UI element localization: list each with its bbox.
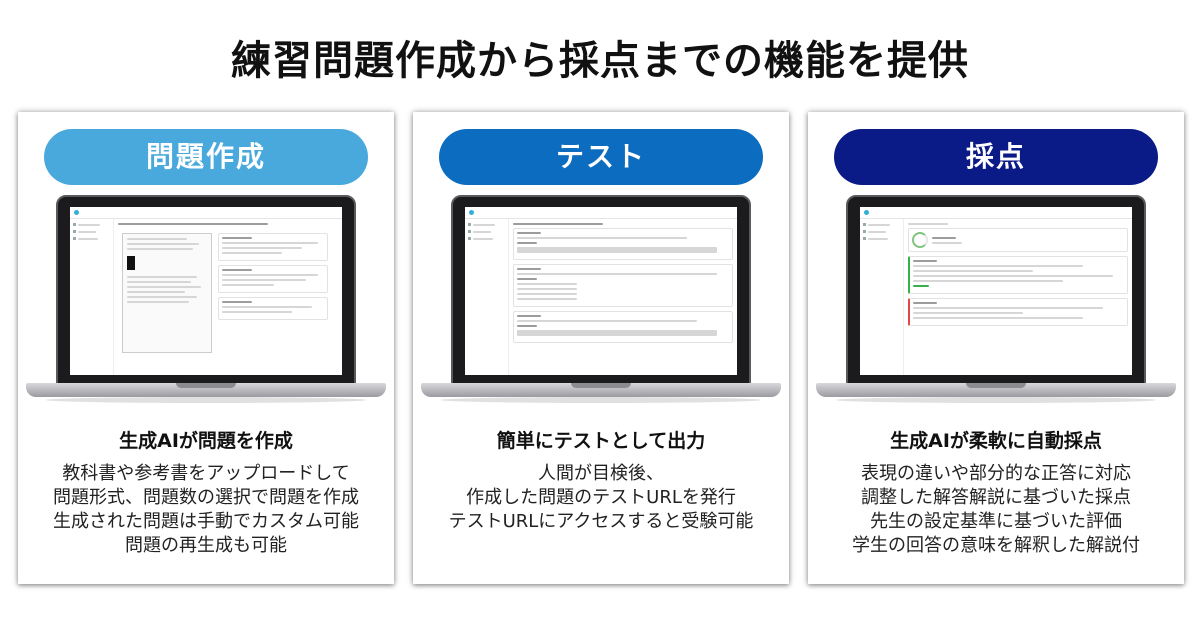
description-line: テストURLにアクセスすると受験可能: [448, 511, 754, 532]
feature-card-question-creation: 問題作成: [18, 112, 394, 584]
laptop-screen: [860, 207, 1132, 375]
description-line: 問題の再生成も可能: [125, 535, 287, 556]
card-description: 教科書や参考書をアップロードして 問題形式、問題数の選択で問題を作成 生成された…: [18, 462, 394, 558]
card-description: 表現の違いや部分的な正答に対応 調整した解答解説に基づいた採点 先生の設定基準に…: [808, 462, 1184, 558]
laptop-lid: [846, 195, 1146, 385]
score-ring-icon: [912, 232, 928, 248]
description-line: 作成した問題のテストURLを発行: [466, 487, 736, 508]
app-logo-icon: [864, 210, 869, 215]
laptop-illustration: [421, 195, 781, 410]
card-label: テスト: [439, 129, 763, 185]
feature-cards: 問題作成: [18, 112, 1184, 584]
app-main: [114, 219, 342, 375]
description-line: 先生の設定基準に基づいた評価: [870, 511, 1122, 532]
correct-answer-box: [908, 256, 1128, 294]
laptop-screen: [70, 207, 342, 375]
description-line: 生成された問題は手動でカスタム可能: [53, 511, 359, 532]
laptop-lid: [451, 195, 751, 385]
description-line: 学生の回答の意味を解釈した解説付: [852, 535, 1140, 556]
description-line: 表現の違いや部分的な正答に対応: [861, 463, 1131, 484]
description-line: 調整した解答解説に基づいた採点: [861, 487, 1131, 508]
description-line: 教科書や参考書をアップロードして: [62, 463, 350, 484]
description-line: 問題形式、問題数の選択で問題を作成: [53, 487, 359, 508]
laptop-illustration: [816, 195, 1176, 410]
card-description: 人間が目検後、 作成した問題のテストURLを発行 テストURLにアクセスすると受…: [413, 462, 789, 534]
card-label: 問題作成: [44, 129, 368, 185]
app-main: [509, 219, 737, 375]
laptop-lid: [56, 195, 356, 385]
document-preview: [122, 233, 212, 353]
card-subtitle: 簡単にテストとして出力: [496, 430, 706, 452]
laptop-screen: [465, 207, 737, 375]
app-main: [904, 219, 1132, 375]
app-sidebar: [860, 219, 904, 375]
incorrect-answer-box: [908, 298, 1128, 326]
app-logo-icon: [469, 210, 474, 215]
app-sidebar: [465, 219, 509, 375]
card-subtitle: 生成AIが柔軟に自動採点: [890, 430, 1102, 452]
card-label: 採点: [834, 129, 1158, 185]
page-title: 練習問題作成から採点までの機能を提供: [231, 38, 969, 84]
feature-card-test: テスト: [413, 112, 789, 584]
app-logo-icon: [74, 210, 79, 215]
app-sidebar: [70, 219, 114, 375]
laptop-illustration: [26, 195, 386, 410]
card-subtitle: 生成AIが問題を作成: [119, 430, 293, 452]
description-line: 人間が目検後、: [538, 463, 664, 484]
feature-card-grading: 採点: [808, 112, 1184, 584]
